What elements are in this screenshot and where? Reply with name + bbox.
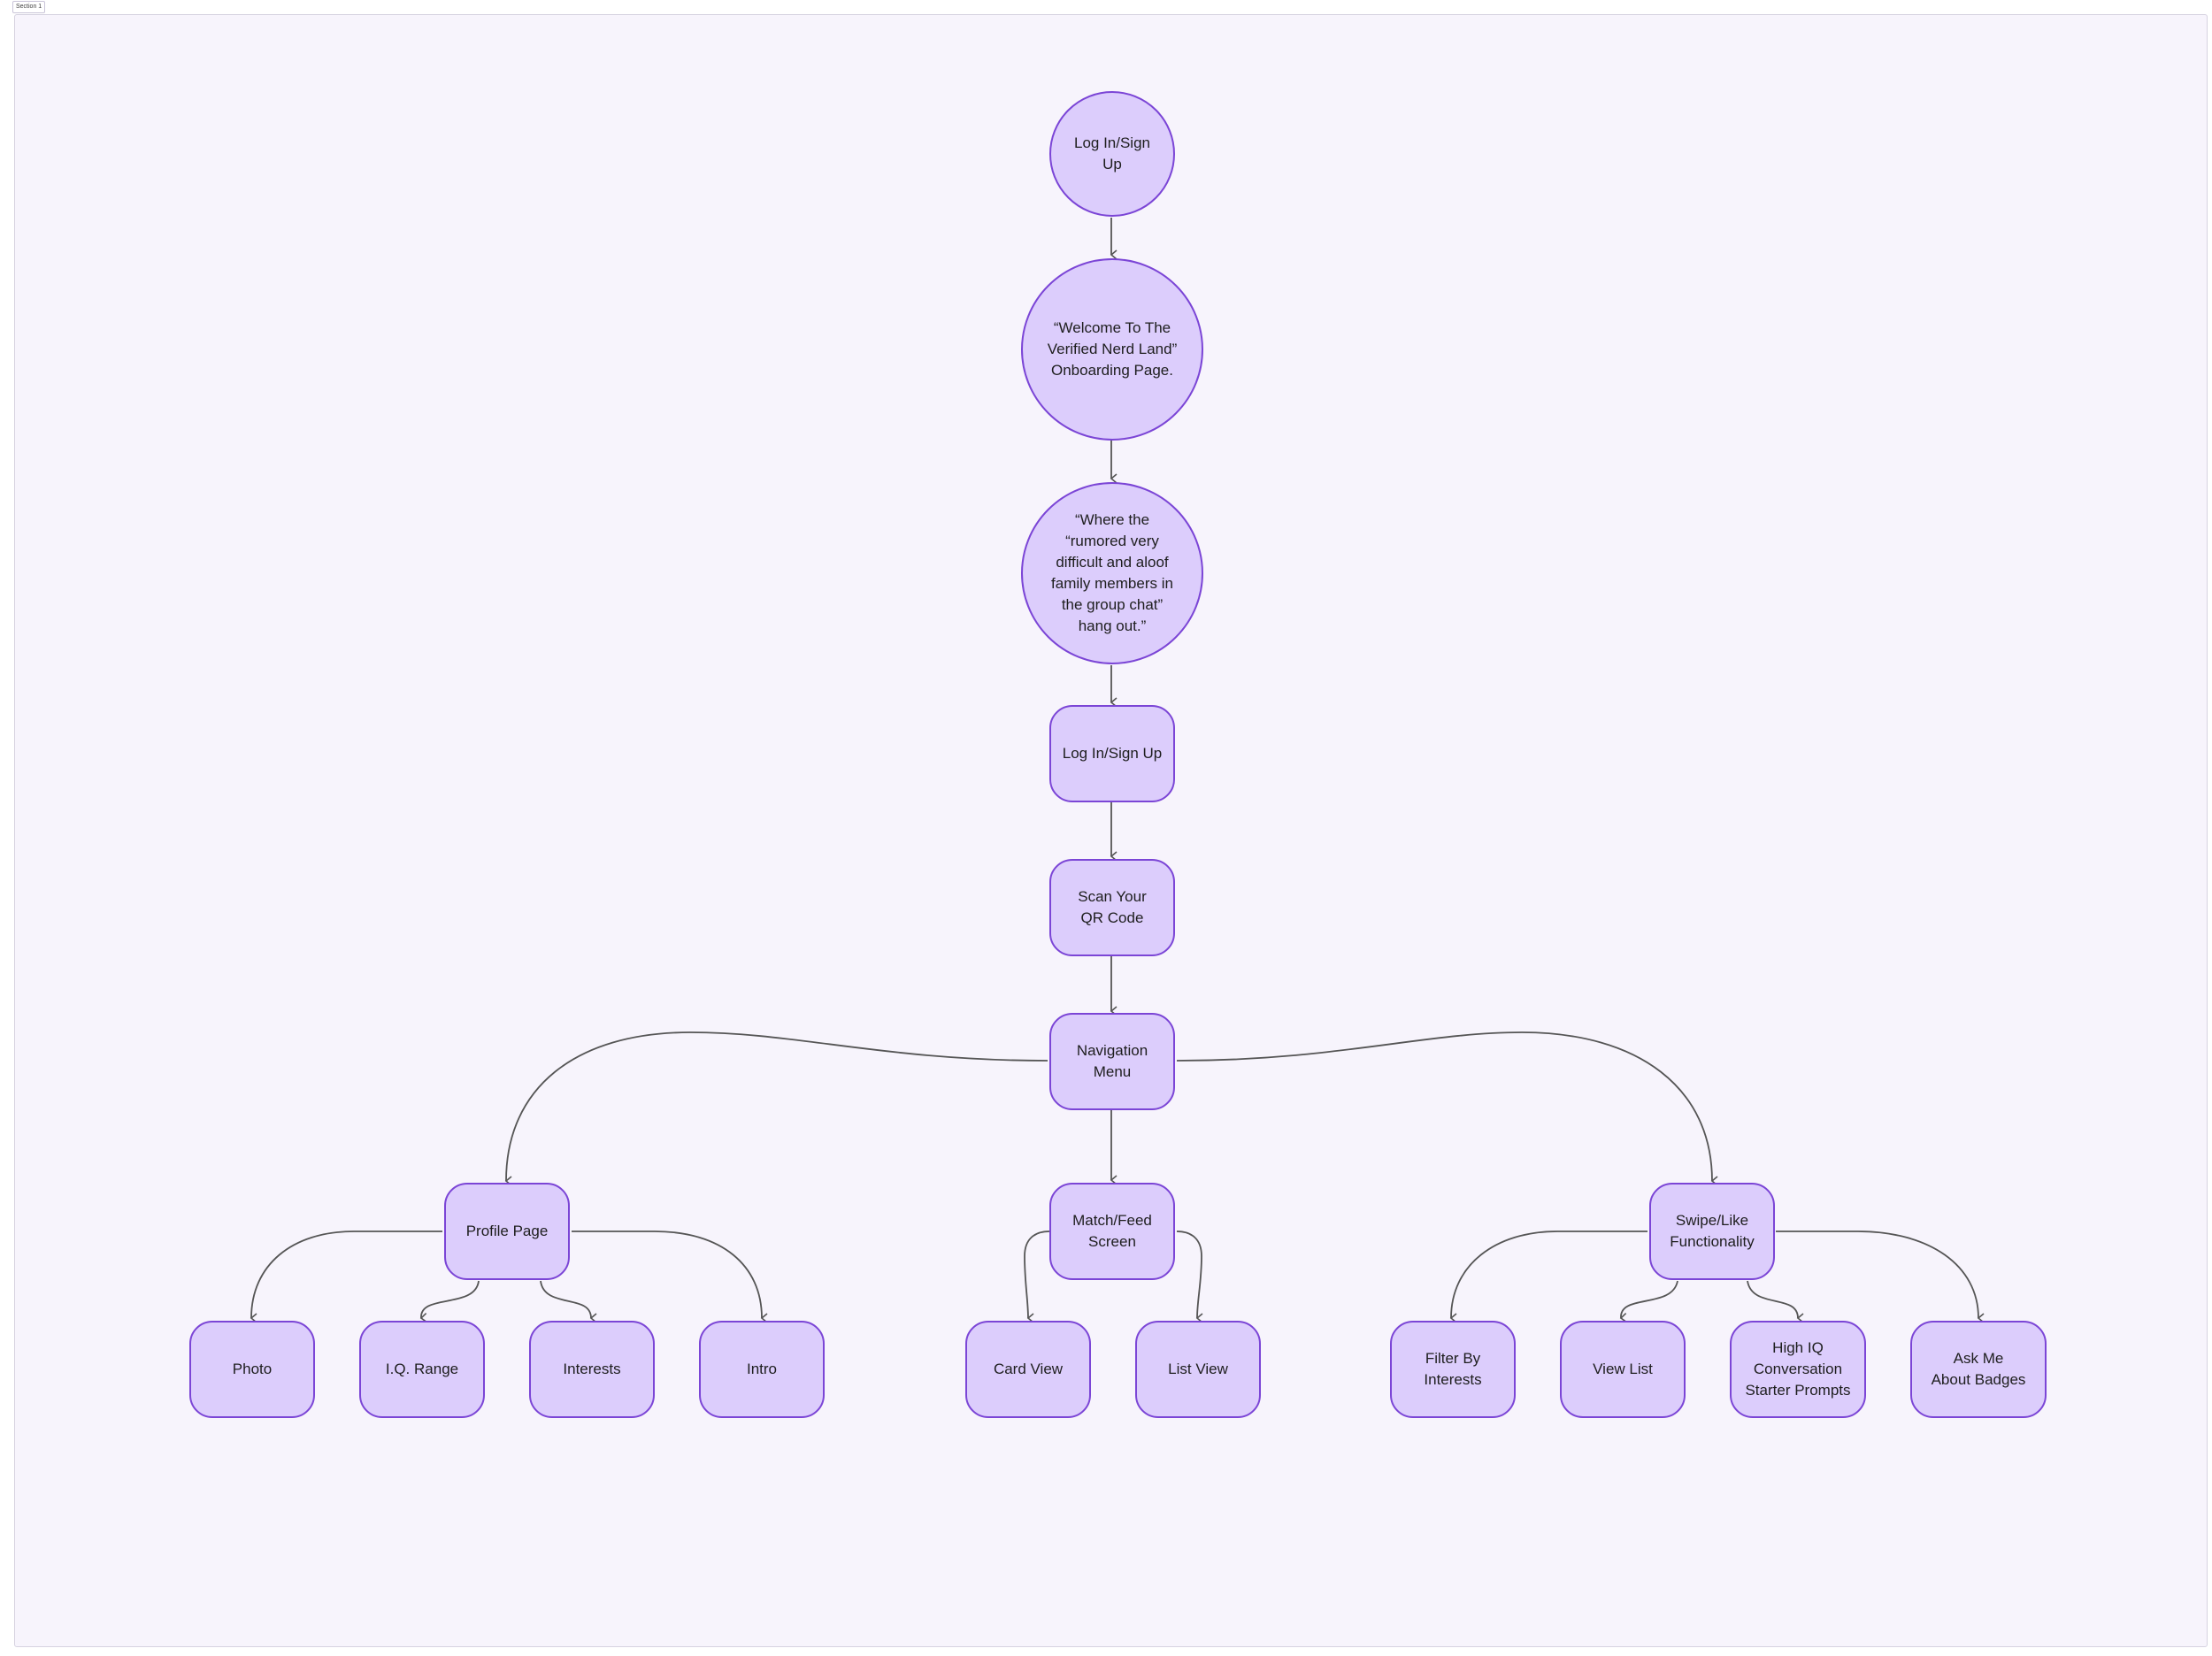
node-login-circle[interactable]: Log In/Sign Up [1049, 91, 1175, 217]
node-profile-page[interactable]: Profile Page [444, 1183, 570, 1280]
node-welcome-onboarding[interactable]: “Welcome To The Verified Nerd Land” Onbo… [1021, 258, 1203, 441]
section-label[interactable]: Section 1 [12, 1, 46, 13]
edge-profile-interests [540, 1280, 597, 1323]
edge-profile-photo [250, 1230, 442, 1323]
node-ask-me-about-badges[interactable]: Ask Me About Badges [1910, 1321, 2047, 1418]
edge-swipe-viewlist [1619, 1280, 1678, 1323]
node-swipe-like-functionality[interactable]: Swipe/Like Functionality [1649, 1183, 1775, 1280]
node-iq-range[interactable]: I.Q. Range [359, 1321, 485, 1418]
edge-match-card [1024, 1230, 1050, 1323]
node-login-signup-box[interactable]: Log In/Sign Up [1049, 705, 1175, 802]
edge-swipe-badges [1776, 1230, 1985, 1323]
edge-nav-swipe [1176, 1031, 1718, 1186]
node-filter-by-interests[interactable]: Filter By Interests [1390, 1321, 1516, 1418]
node-high-iq-prompts[interactable]: High IQ Conversation Starter Prompts [1730, 1321, 1866, 1418]
node-interests[interactable]: Interests [529, 1321, 655, 1418]
edge-match-list [1176, 1230, 1203, 1323]
edge-swipe-filter [1449, 1230, 1647, 1323]
node-photo[interactable]: Photo [189, 1321, 315, 1418]
edge-swipe-highiq [1747, 1280, 1804, 1323]
edge-nav-profile [504, 1031, 1048, 1186]
node-scan-qr-code[interactable]: Scan Your QR Code [1049, 859, 1175, 956]
edge-profile-iq [419, 1280, 480, 1323]
node-match-feed-screen[interactable]: Match/Feed Screen [1049, 1183, 1175, 1280]
node-list-view[interactable]: List View [1135, 1321, 1261, 1418]
edge-profile-intro [572, 1230, 768, 1323]
node-card-view[interactable]: Card View [965, 1321, 1091, 1418]
node-navigation-menu[interactable]: Navigation Menu [1049, 1013, 1175, 1110]
node-view-list[interactable]: View List [1560, 1321, 1686, 1418]
node-intro[interactable]: Intro [699, 1321, 825, 1418]
node-where-hang-out[interactable]: “Where the “rumored very difficult and a… [1021, 482, 1203, 664]
